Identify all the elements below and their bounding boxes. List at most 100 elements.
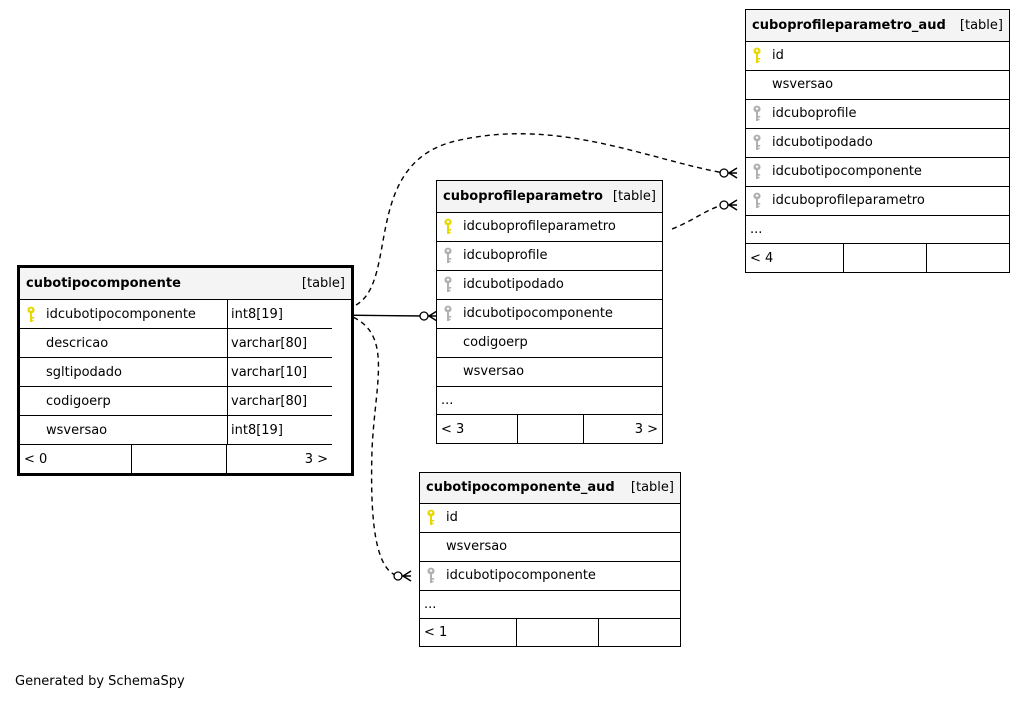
- column-type: int8[19]: [227, 416, 332, 444]
- footer-spacer: [843, 244, 926, 272]
- column-row[interactable]: wsversao: [420, 533, 680, 562]
- column-name: wsversao: [446, 539, 508, 555]
- table-footer: < 1: [420, 618, 680, 646]
- column-row[interactable]: idcuboprofileparametro: [437, 213, 662, 242]
- table-cuboprofileparametro[interactable]: cuboprofileparametro [table] idcuboprofi…: [436, 180, 663, 444]
- table-kind: [table]: [959, 17, 1003, 33]
- more-columns-row: ...: [746, 216, 1009, 245]
- footer-parents[interactable]: < 1: [424, 624, 448, 640]
- table-header[interactable]: cuboprofileparametro [table]: [437, 181, 662, 213]
- more-columns: ...: [424, 596, 437, 612]
- footer-parents[interactable]: < 3: [441, 421, 465, 437]
- many-cardinality-marker: [728, 167, 738, 179]
- column-name: sgltipodado: [46, 364, 122, 380]
- column-row[interactable]: idcuboprofile: [746, 100, 1009, 129]
- column-name: idcubotipodado: [772, 135, 873, 151]
- table-footer: < 0 3 >: [20, 445, 332, 473]
- column-list: id wsversao idcubotipocomponente: [420, 504, 680, 591]
- foreign-key-icon: [746, 192, 768, 209]
- foreign-key-icon: [746, 105, 768, 122]
- column-row[interactable]: wsversao: [437, 358, 662, 387]
- zero-cardinality-marker: [393, 571, 403, 581]
- foreign-key-icon: [746, 134, 768, 151]
- column-type: varchar[10]: [227, 358, 332, 386]
- column-row[interactable]: id: [420, 504, 680, 533]
- relationship-edge-profileparametro-aud-parametro: [671, 204, 725, 230]
- column-row[interactable]: idcubotipocomponente: [437, 300, 662, 329]
- column-row[interactable]: sgltipodado varchar[10]: [20, 358, 332, 387]
- column-name: idcubotipocomponente: [463, 306, 613, 322]
- table-footer: < 4: [746, 244, 1009, 272]
- column-row[interactable]: idcuboprofile: [437, 242, 662, 271]
- foreign-key-icon: [746, 163, 768, 180]
- column-name: idcuboprofile: [772, 106, 857, 122]
- column-type: varchar[80]: [227, 329, 332, 357]
- column-row[interactable]: idcubotipodado: [437, 271, 662, 300]
- table-name: cuboprofileparametro_aud: [752, 17, 946, 33]
- key-icon: [420, 509, 442, 526]
- column-name: idcubotipocomponente: [46, 306, 196, 322]
- table-cuboprofileparametro-aud[interactable]: cuboprofileparametro_aud [table] id wsver…: [745, 9, 1010, 273]
- footer-spacer: [516, 618, 598, 646]
- key-icon: [746, 47, 768, 64]
- footer-children[interactable]: [926, 244, 1009, 272]
- table-cubotipocomponente[interactable]: cubotipocomponente [table] idcubotipocom…: [17, 265, 354, 476]
- column-name: idcubotipocomponente: [772, 164, 922, 180]
- footer-parents[interactable]: < 4: [750, 250, 774, 266]
- footer-parents[interactable]: < 0: [24, 451, 48, 467]
- column-name: wsversao: [463, 364, 525, 380]
- column-row[interactable]: wsversao: [746, 71, 1009, 100]
- column-name: idcuboprofileparametro: [463, 219, 616, 235]
- generated-by-credit: Generated by SchemaSpy: [15, 674, 185, 689]
- column-row[interactable]: descricao varchar[80]: [20, 329, 332, 358]
- footer-children[interactable]: 3 >: [583, 415, 662, 443]
- zero-cardinality-marker: [719, 200, 729, 210]
- column-row[interactable]: idcubotipodado: [746, 129, 1009, 158]
- column-name: wsversao: [46, 422, 108, 438]
- column-name: codigoerp: [463, 335, 528, 351]
- table-footer: < 3 3 >: [437, 415, 662, 443]
- column-type: varchar[80]: [227, 387, 332, 415]
- zero-cardinality-marker: [719, 168, 729, 178]
- foreign-key-icon: [437, 247, 459, 264]
- table-kind: [table]: [612, 188, 656, 204]
- table-cubotipocomponente-aud[interactable]: cubotipocomponente_aud [table] id wsversa…: [419, 472, 681, 647]
- zero-cardinality-marker: [419, 311, 429, 321]
- many-cardinality-marker: [402, 570, 412, 582]
- table-name: cubotipocomponente_aud: [426, 480, 615, 496]
- table-header[interactable]: cubotipocomponente_aud [table]: [420, 473, 680, 504]
- foreign-key-icon: [437, 305, 459, 322]
- column-list: idcubotipocomponente int8[19] descricao var…: [20, 300, 351, 445]
- column-row[interactable]: idcubotipocomponente: [746, 158, 1009, 187]
- footer-spacer: [131, 445, 226, 473]
- column-name: idcuboprofile: [463, 248, 548, 264]
- table-header[interactable]: cubotipocomponente [table]: [20, 268, 351, 300]
- column-row[interactable]: id: [746, 42, 1009, 71]
- column-row[interactable]: codigoerp: [437, 329, 662, 358]
- column-row[interactable]: idcubotipocomponente: [420, 562, 680, 591]
- table-name: cubotipocomponente: [26, 276, 181, 291]
- footer-children[interactable]: [598, 618, 680, 646]
- column-type: int8[19]: [227, 300, 332, 328]
- column-list: idcuboprofileparametro idcuboprofile idcub…: [437, 213, 662, 387]
- key-icon: [20, 306, 42, 323]
- foreign-key-icon: [420, 567, 442, 584]
- column-list: id wsversao idcuboprofile idcubotipodado idc…: [746, 42, 1009, 216]
- column-row[interactable]: wsversao int8[19]: [20, 416, 332, 445]
- column-name: id: [772, 48, 784, 64]
- column-name: descricao: [46, 335, 109, 351]
- column-name: idcubotipocomponente: [446, 568, 596, 584]
- footer-children[interactable]: 3 >: [226, 445, 332, 473]
- table-kind: [table]: [301, 276, 345, 291]
- key-icon: [437, 218, 459, 235]
- many-cardinality-marker: [728, 199, 738, 211]
- more-columns-row: ...: [420, 591, 680, 619]
- table-name: cuboprofileparametro: [443, 188, 603, 204]
- column-row[interactable]: idcuboprofileparametro: [746, 187, 1009, 216]
- foreign-key-icon: [437, 276, 459, 293]
- table-header[interactable]: cuboprofileparametro_aud [table]: [746, 10, 1009, 42]
- table-kind: [table]: [630, 480, 674, 496]
- column-row[interactable]: idcubotipocomponente int8[19]: [20, 300, 332, 329]
- footer-spacer: [517, 415, 583, 443]
